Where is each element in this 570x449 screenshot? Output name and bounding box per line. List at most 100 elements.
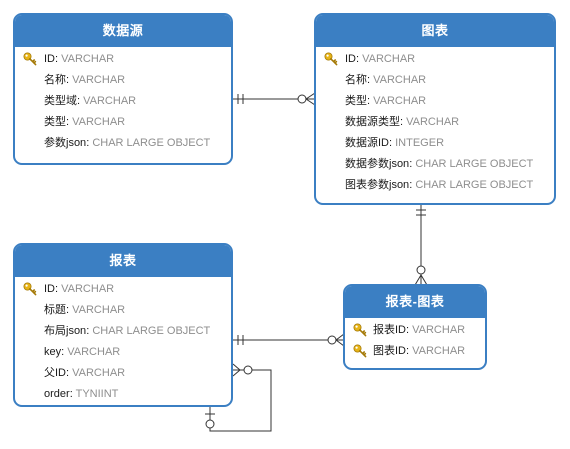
- field-type: VARCHAR: [72, 74, 126, 86]
- field-row[interactable]: 名称: VARCHAR: [316, 70, 554, 91]
- crowfoot-mark: [335, 333, 345, 341]
- link-report-reportchart: [233, 333, 345, 347]
- field-row[interactable]: 标题: VARCHAR: [15, 300, 231, 321]
- entity-title: 图表: [316, 15, 554, 47]
- field-separator: :: [86, 325, 93, 337]
- field-type: VARCHAR: [412, 345, 466, 357]
- field-separator: :: [69, 388, 76, 400]
- field-row[interactable]: 图表ID: VARCHAR: [345, 341, 485, 362]
- field-row[interactable]: 数据源ID: INTEGER: [316, 133, 554, 154]
- field-row[interactable]: ID: VARCHAR: [316, 49, 554, 70]
- primary-key-icon: [353, 323, 367, 337]
- field-name: 数据源ID: [345, 137, 389, 149]
- field-type: VARCHAR: [373, 74, 427, 86]
- field-type: CHAR LARGE OBJECT: [415, 179, 534, 191]
- field-type: VARCHAR: [72, 116, 126, 128]
- field-separator: :: [66, 74, 73, 86]
- field-row[interactable]: 布局json: CHAR LARGE OBJECT: [15, 321, 231, 342]
- field-row[interactable]: 报表ID: VARCHAR: [345, 320, 485, 341]
- field-type: INTEGER: [395, 137, 445, 149]
- field-type: CHAR LARGE OBJECT: [92, 137, 211, 149]
- field-name: 数据参数json: [345, 158, 410, 170]
- field-separator: :: [66, 116, 73, 128]
- field-separator: :: [409, 179, 416, 191]
- field-separator: :: [406, 324, 413, 336]
- entity-title: 报表: [15, 245, 231, 277]
- field-name: 类型: [345, 95, 367, 107]
- field-type: CHAR LARGE OBJECT: [92, 325, 211, 337]
- field-name: 报表ID: [373, 324, 406, 336]
- field-separator: :: [55, 53, 62, 65]
- field-row[interactable]: ID: VARCHAR: [15, 279, 231, 300]
- field-separator: :: [66, 304, 73, 316]
- field-type: CHAR LARGE OBJECT: [415, 158, 534, 170]
- field-separator: :: [367, 95, 374, 107]
- field-separator: :: [409, 158, 416, 170]
- crowfoot-mark: [305, 92, 316, 100]
- primary-key-icon: [353, 344, 367, 358]
- field-type: VARCHAR: [61, 283, 115, 295]
- field-separator: :: [66, 367, 73, 379]
- field-type: VARCHAR: [373, 95, 427, 107]
- field-name: ID: [345, 53, 356, 65]
- primary-key-icon: [23, 282, 37, 296]
- optional-mark: [416, 265, 426, 275]
- field-row[interactable]: order: TYNIINT: [15, 384, 231, 405]
- field-name: 图表参数json: [345, 179, 410, 191]
- field-type: VARCHAR: [67, 346, 121, 358]
- link-datasource-chart: [233, 92, 316, 106]
- field-row[interactable]: 类型: VARCHAR: [316, 91, 554, 112]
- field-separator: :: [367, 74, 374, 86]
- field-type: VARCHAR: [406, 116, 460, 128]
- crowfoot-mark: [232, 363, 241, 371]
- field-name: order: [44, 388, 70, 400]
- optional-mark: [297, 94, 307, 104]
- field-name: 父ID: [44, 367, 66, 379]
- field-separator: :: [356, 53, 363, 65]
- entity-title: 报表-图表: [345, 286, 485, 318]
- field-name: ID: [44, 283, 55, 295]
- field-separator: :: [55, 283, 62, 295]
- field-separator: :: [86, 137, 93, 149]
- field-row[interactable]: 数据参数json: CHAR LARGE OBJECT: [316, 154, 554, 175]
- field-name: key: [44, 346, 62, 358]
- optional-mark: [205, 419, 215, 429]
- crowfoot-mark: [420, 274, 428, 286]
- field-type: VARCHAR: [412, 324, 466, 336]
- field-row[interactable]: 父ID: VARCHAR: [15, 363, 231, 384]
- field-row[interactable]: 图表参数json: CHAR LARGE OBJECT: [316, 175, 554, 196]
- field-name: 类型: [44, 116, 66, 128]
- field-name: 名称: [44, 74, 66, 86]
- crowfoot-mark: [305, 98, 316, 106]
- primary-key-icon: [23, 52, 37, 66]
- field-row[interactable]: 类型: VARCHAR: [15, 112, 231, 133]
- field-row[interactable]: 名称: VARCHAR: [15, 70, 231, 91]
- field-type: VARCHAR: [72, 367, 126, 379]
- field-name: 名称: [345, 74, 367, 86]
- field-row[interactable]: key: VARCHAR: [15, 342, 231, 363]
- field-row[interactable]: 类型域: VARCHAR: [15, 91, 231, 112]
- field-separator: :: [77, 95, 84, 107]
- optional-mark: [243, 365, 253, 375]
- crowfoot-mark: [232, 369, 241, 377]
- field-type: VARCHAR: [83, 95, 137, 107]
- field-name: 标题: [44, 304, 66, 316]
- field-name: 布局json: [44, 325, 87, 337]
- field-separator: :: [406, 345, 413, 357]
- field-row[interactable]: 参数json: CHAR LARGE OBJECT: [15, 133, 231, 154]
- field-row[interactable]: ID: VARCHAR: [15, 49, 231, 70]
- field-name: 参数json: [44, 137, 87, 149]
- field-type: VARCHAR: [61, 53, 115, 65]
- link-report-self: [205, 363, 272, 432]
- field-name: ID: [44, 53, 55, 65]
- field-row[interactable]: 数据源类型: VARCHAR: [316, 112, 554, 133]
